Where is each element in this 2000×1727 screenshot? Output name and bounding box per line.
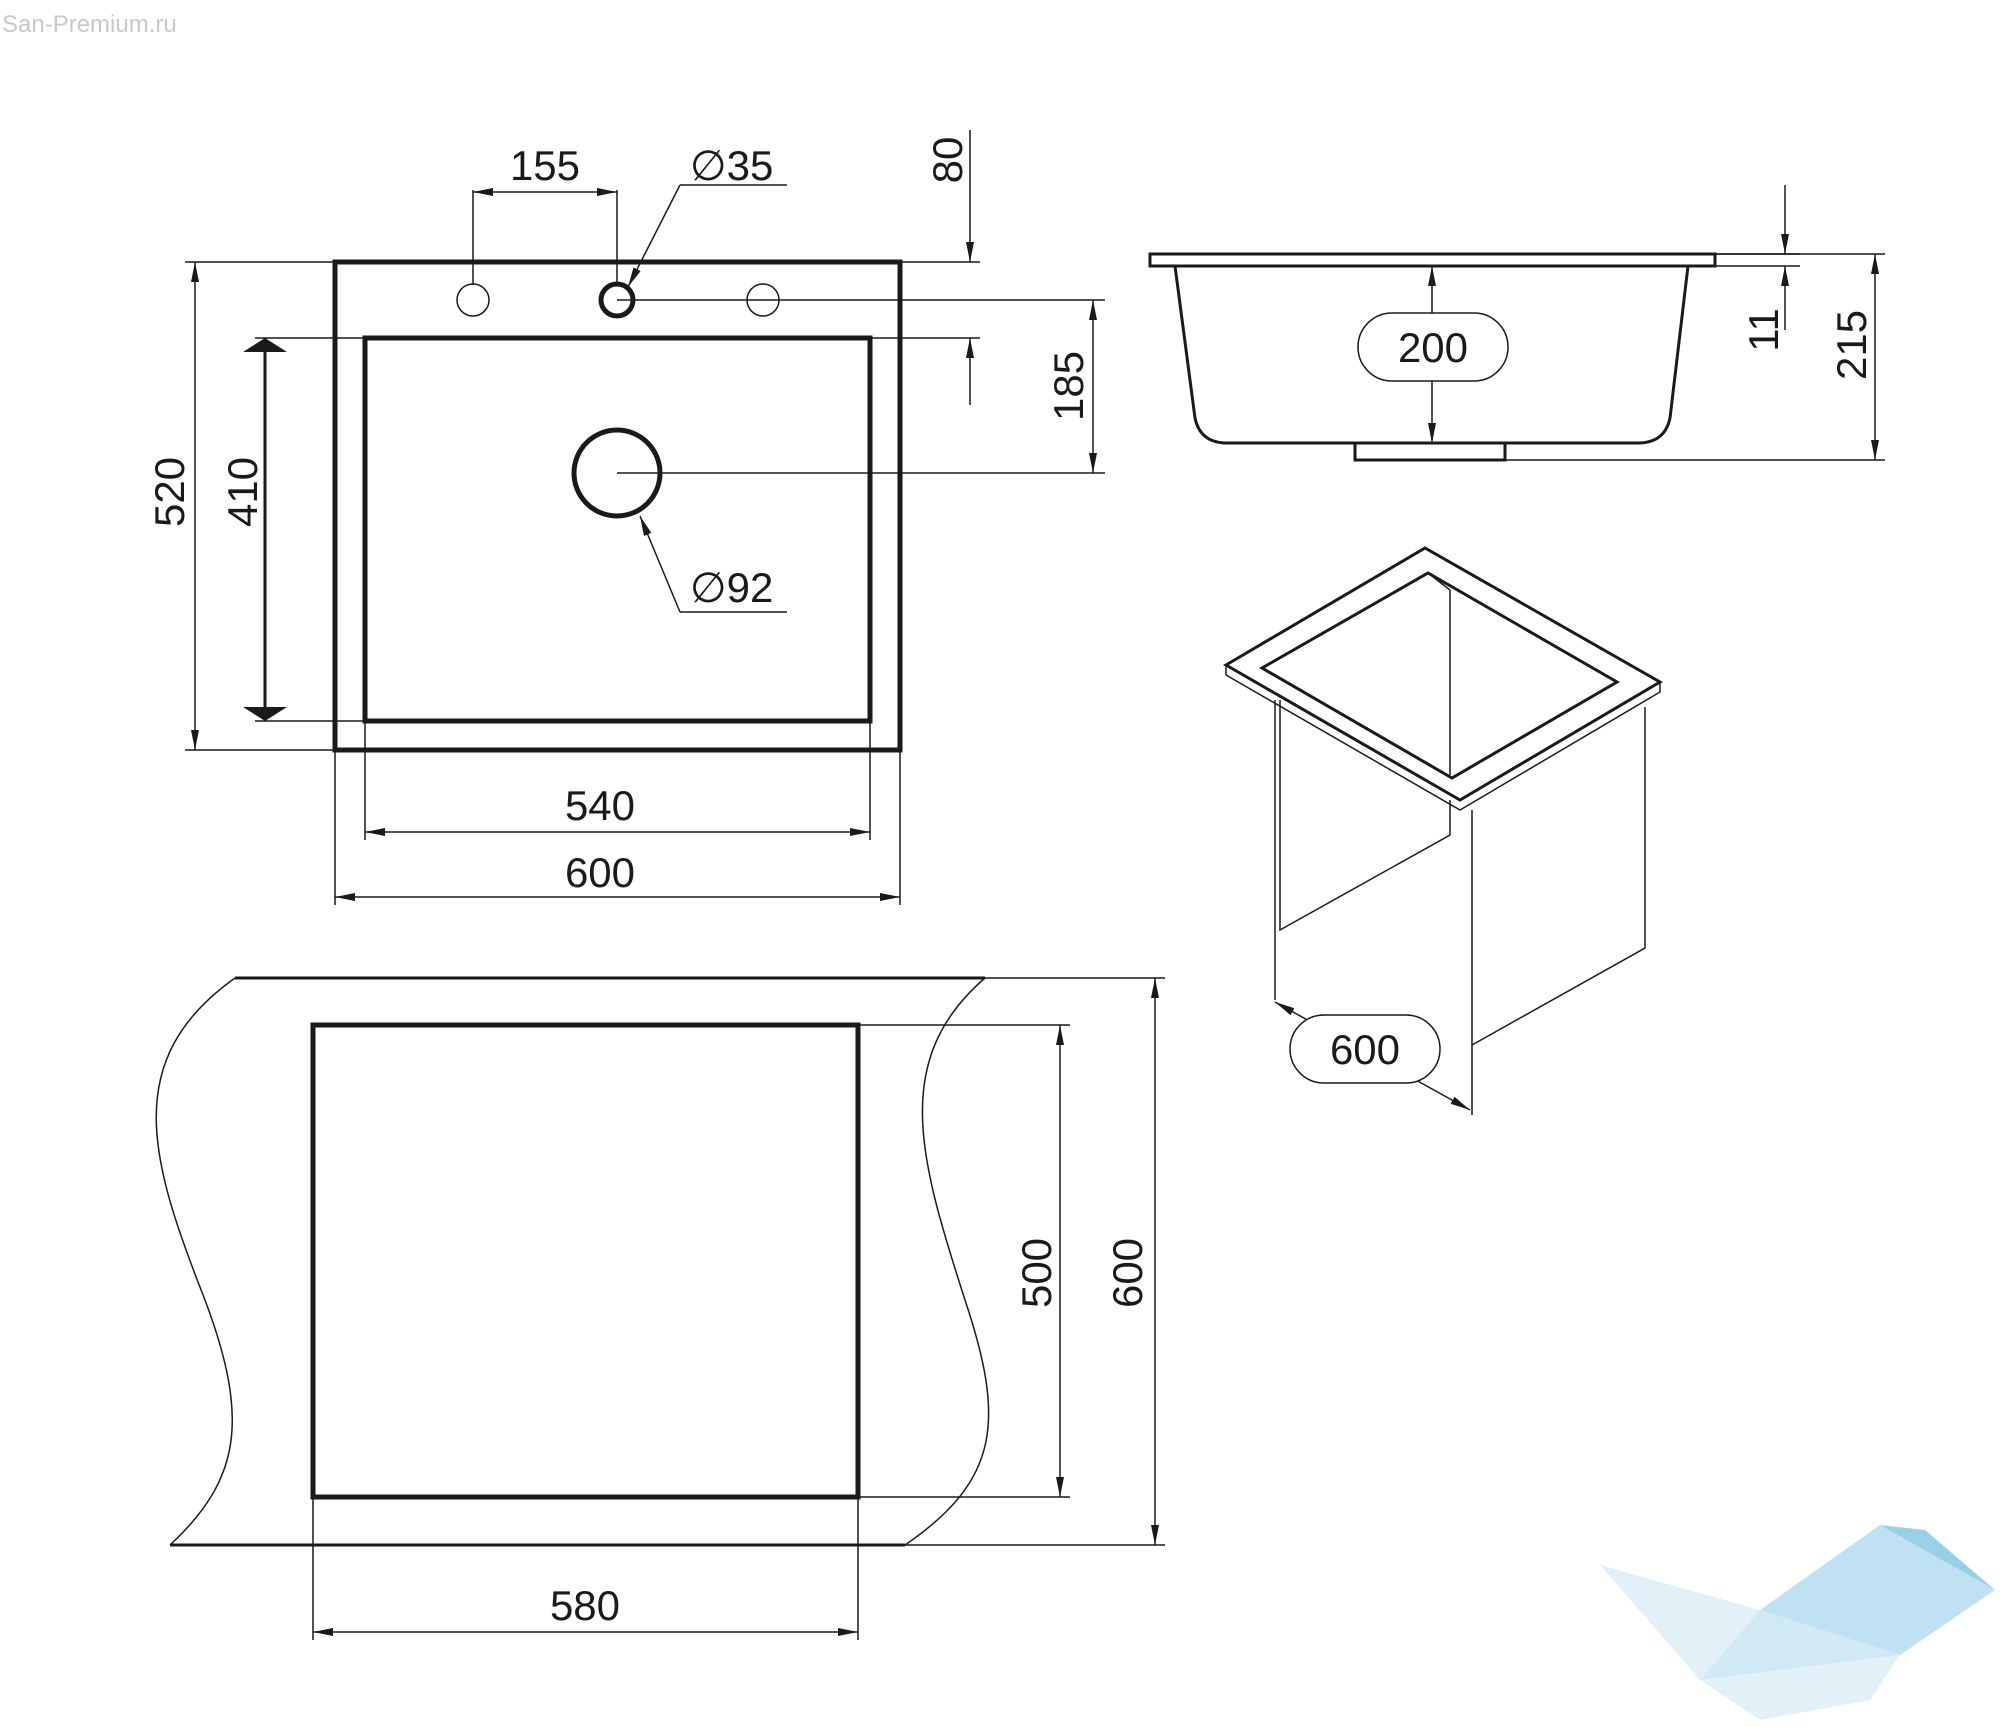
dim-badge-cabinet-600	[1289, 1014, 1441, 1084]
worktop-break-left	[155, 977, 236, 1546]
dim-label-580: 580	[550, 1582, 620, 1629]
dim-label-cutout-600: 600	[1104, 1238, 1151, 1308]
dim-label-200: 200	[1398, 324, 1468, 371]
cabinet-frame-outer	[1223, 546, 1663, 802]
dim-label-520: 520	[146, 457, 193, 527]
dim-label-215: 215	[1828, 310, 1875, 380]
cabinet-frame-edge	[1225, 665, 1661, 811]
faucet-hole-left	[456, 283, 490, 317]
dim-label-155: 155	[510, 142, 580, 189]
brand-logo-icon	[1600, 1525, 1995, 1720]
top-view: 155 ∅35 80 185 520 410 ∅92 540	[146, 130, 1105, 905]
dim-label-92: ∅92	[690, 564, 773, 611]
sink-outer-outline	[332, 259, 903, 753]
dim-label-600: 600	[565, 849, 635, 896]
dim-label-35: ∅35	[690, 142, 773, 189]
drain-flange	[1353, 443, 1507, 462]
cutout-template: 500 600 580	[155, 976, 1165, 1640]
dim-label-cabinet-600: 600	[1330, 1026, 1400, 1073]
cutout-outline	[310, 1022, 861, 1500]
leader-line-35	[627, 184, 681, 288]
dim-label-80: 80	[924, 137, 971, 184]
cabinet-frame-inner	[1258, 571, 1620, 780]
cabinet-side-panel	[1279, 700, 1451, 932]
watermark-text: San-Premium.ru	[2, 11, 177, 38]
dim-badge-200	[1357, 312, 1509, 382]
leader-line-92	[639, 515, 681, 613]
dim-label-11: 11	[1740, 308, 1787, 352]
sink-bowl-outline	[362, 335, 873, 724]
dim-label-410: 410	[219, 457, 266, 527]
cabinet-inner-edge	[1427, 572, 1451, 591]
dim-label-500: 500	[1013, 1238, 1060, 1308]
worktop-break-right	[904, 977, 990, 1546]
side-view: 200 11 215	[1148, 185, 1885, 462]
sink-rim-section	[1148, 252, 1717, 268]
dim-label-540: 540	[565, 782, 635, 829]
cabinet-front-panel	[1471, 707, 1646, 1047]
cabinet-isometric: 600	[1223, 546, 1663, 1115]
dim-label-185: 185	[1045, 351, 1092, 421]
